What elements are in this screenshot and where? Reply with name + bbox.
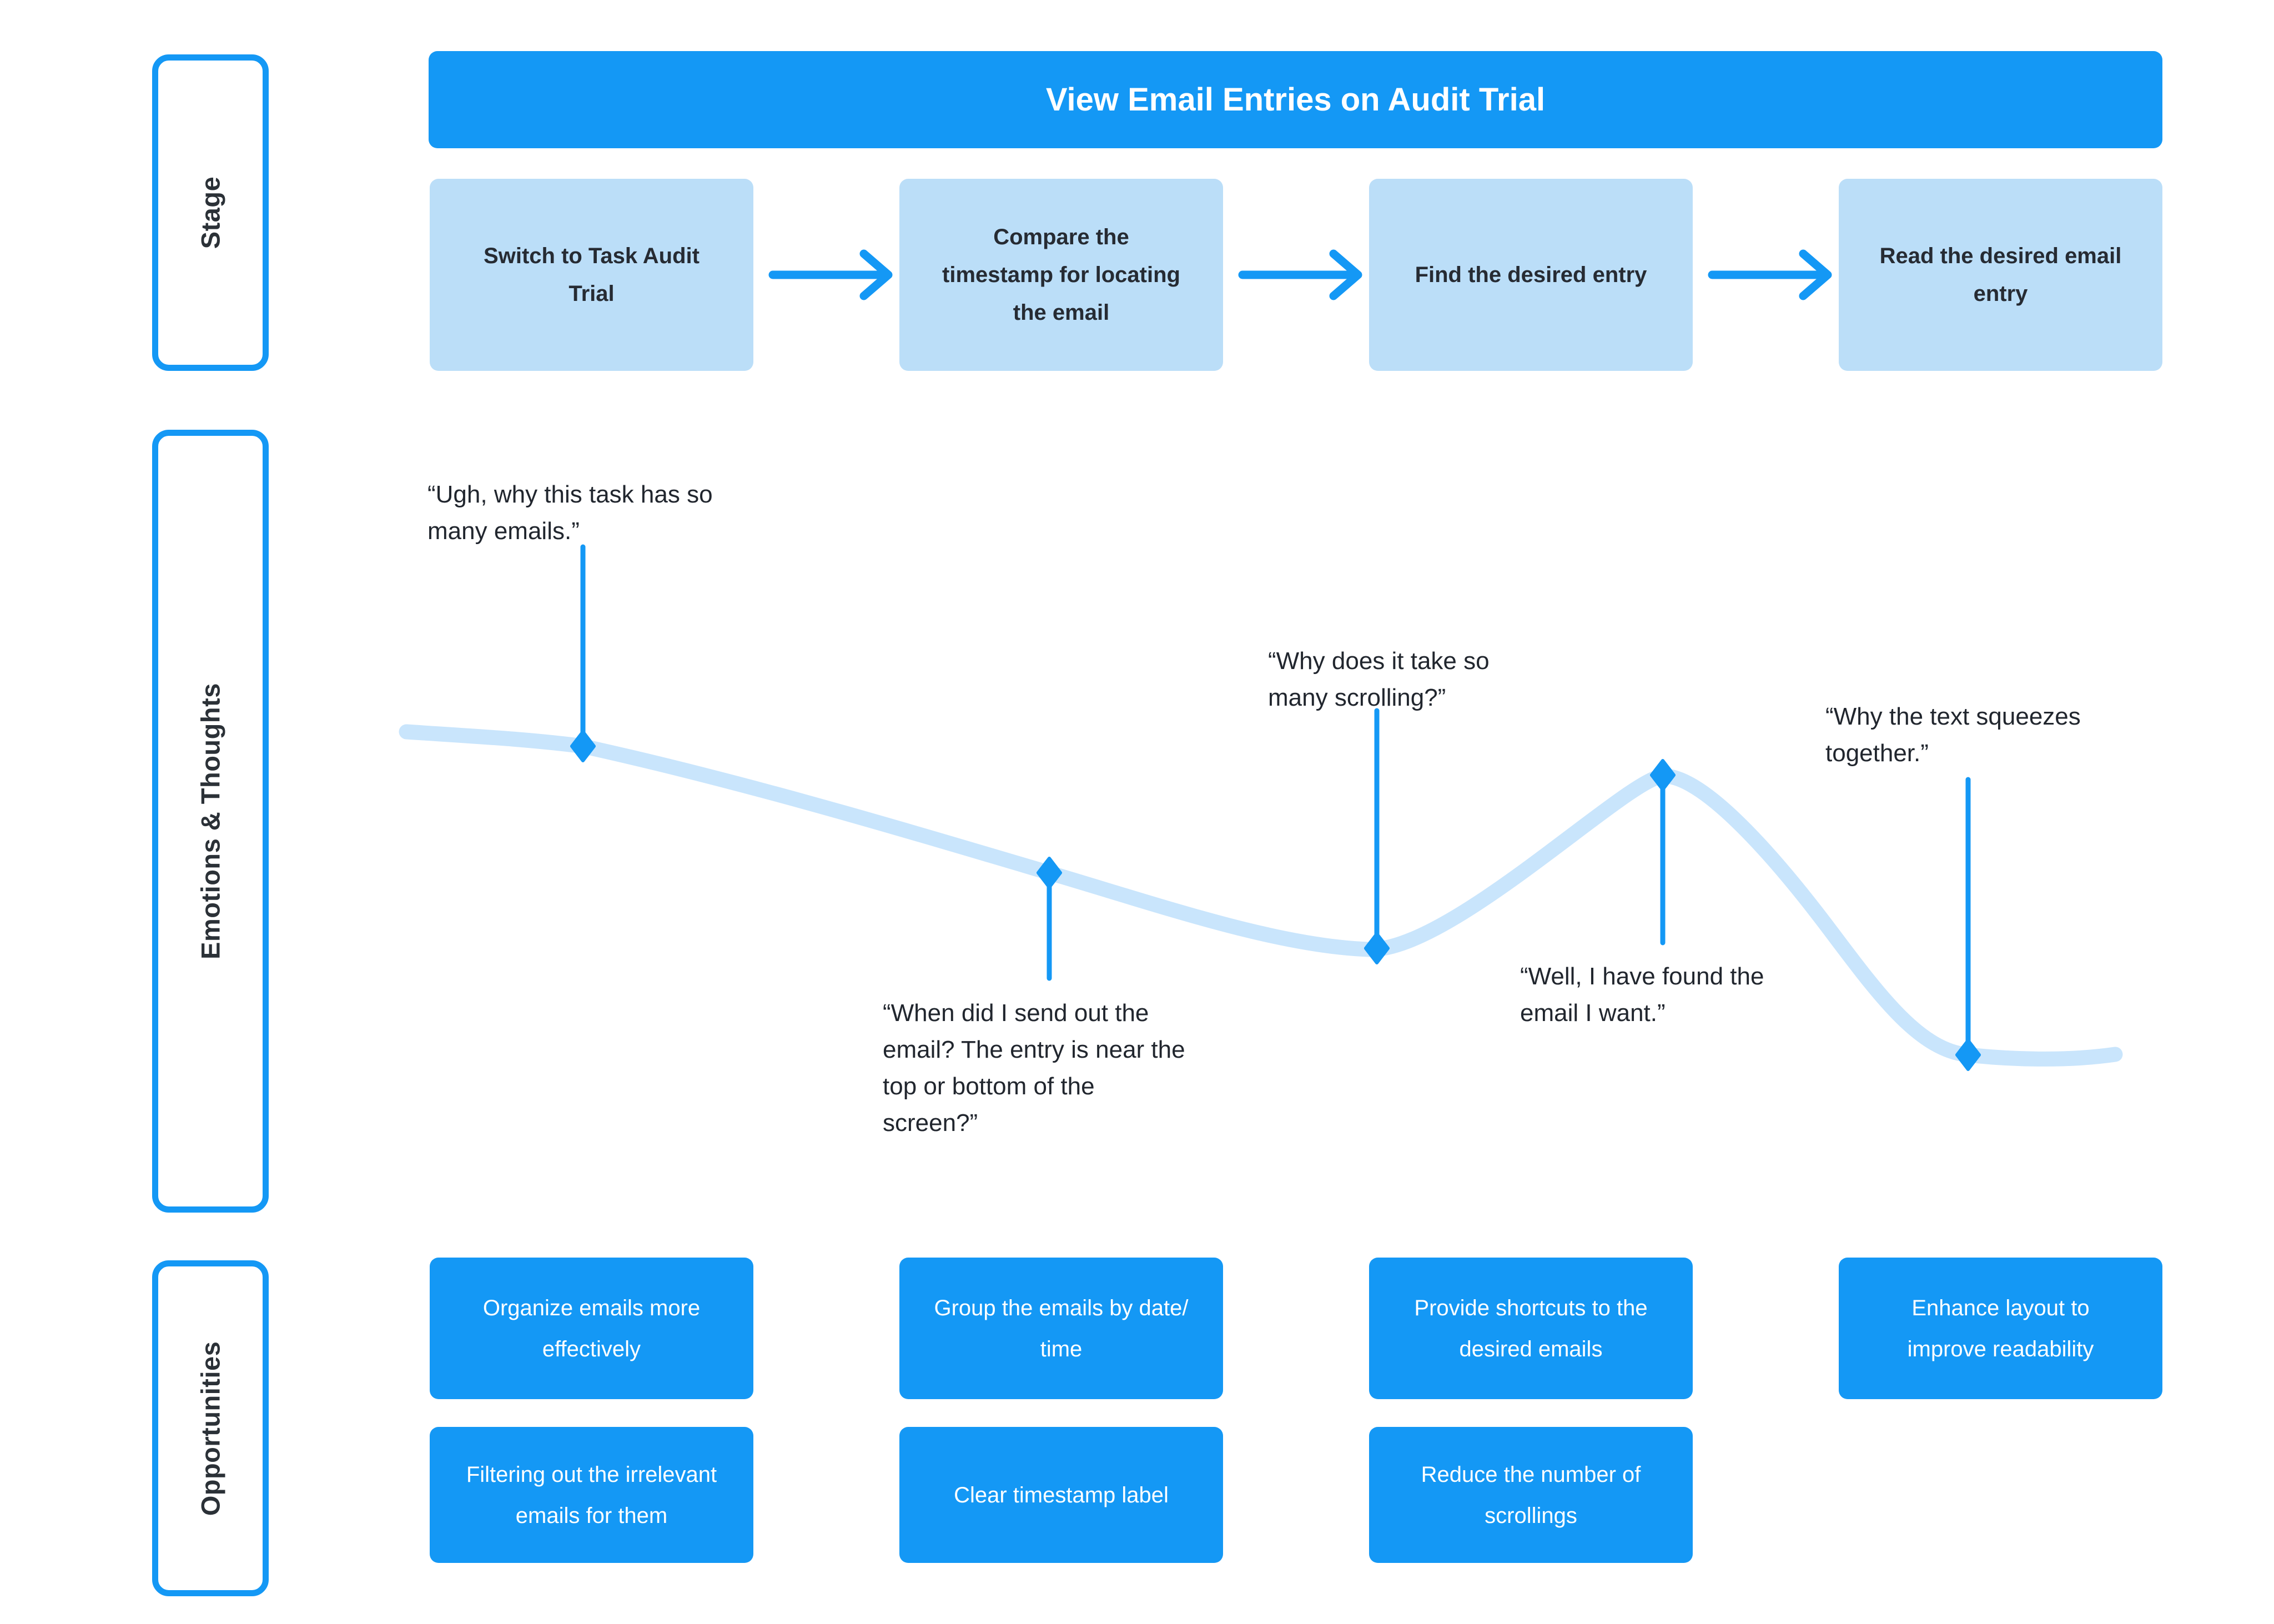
stage-row-label-box[interactable]: Stage <box>152 54 269 371</box>
opportunity-provide-shortcuts[interactable]: Provide shortcuts to the desired emails <box>1369 1258 1693 1399</box>
journey-title: View Email Entries on Audit Trial <box>1045 82 1546 118</box>
quote-too-many-emails: “Ugh, why this task has so many emails.” <box>427 481 713 545</box>
flow-arrow-2 <box>1238 249 1362 300</box>
opportunity-filter-irrelevant[interactable]: Filtering out the irrelevant emails for … <box>430 1427 753 1563</box>
stage-card-read-entry[interactable]: Read the desired email entry <box>1839 179 2162 371</box>
emotions-row-label: Emotions & Thoughts <box>195 683 225 959</box>
journey-title-bar[interactable]: View Email Entries on Audit Trial <box>429 51 2162 148</box>
opportunities-row-label-box[interactable]: Opportunities <box>152 1260 269 1596</box>
touchpoint-diamond-1[interactable] <box>570 730 596 762</box>
flow-arrow-3 <box>1708 249 1832 300</box>
opportunity-clear-timestamp[interactable]: Clear timestamp label <box>899 1427 1223 1563</box>
quote-found-the-email: “Well, I have found the email I want.” <box>1520 963 1764 1027</box>
opportunity-reduce-scrollings[interactable]: Reduce the number of scrollings <box>1369 1427 1693 1563</box>
emotion-curve-line <box>399 724 2123 1067</box>
stage-card-find-entry[interactable]: Find the desired entry <box>1369 179 1693 371</box>
stage-card-switch-to-audit-trial[interactable]: Switch to Task Audit Trial <box>430 179 753 371</box>
opportunity-organize-emails[interactable]: Organize emails more effectively <box>430 1258 753 1399</box>
touchpoint-diamond-3[interactable] <box>1364 932 1390 964</box>
opportunities-row-label: Opportunities <box>195 1341 225 1516</box>
touchpoint-diamond-4[interactable] <box>1650 759 1676 791</box>
quote-text-squeezes: “Why the text squeezes together.” <box>1825 703 2081 767</box>
touchpoint-diamond-5[interactable] <box>1955 1039 1981 1071</box>
touchpoint-diamond-2[interactable] <box>1037 857 1062 889</box>
stage-row-label: Stage <box>195 176 225 249</box>
opportunity-group-by-date[interactable]: Group the emails by date/ time <box>899 1258 1223 1399</box>
stage-card-compare-timestamp[interactable]: Compare the timestamp for locating the e… <box>899 179 1223 371</box>
quote-when-did-i-send: “When did I send out the email? The entr… <box>883 999 1185 1137</box>
quote-so-many-scrolling: “Why does it take so many scrolling?” <box>1268 647 1490 711</box>
flow-arrow-1 <box>768 249 893 300</box>
opportunity-enhance-layout[interactable]: Enhance layout to improve readability <box>1839 1258 2162 1399</box>
emotions-row-label-box[interactable]: Emotions & Thoughts <box>152 430 269 1213</box>
